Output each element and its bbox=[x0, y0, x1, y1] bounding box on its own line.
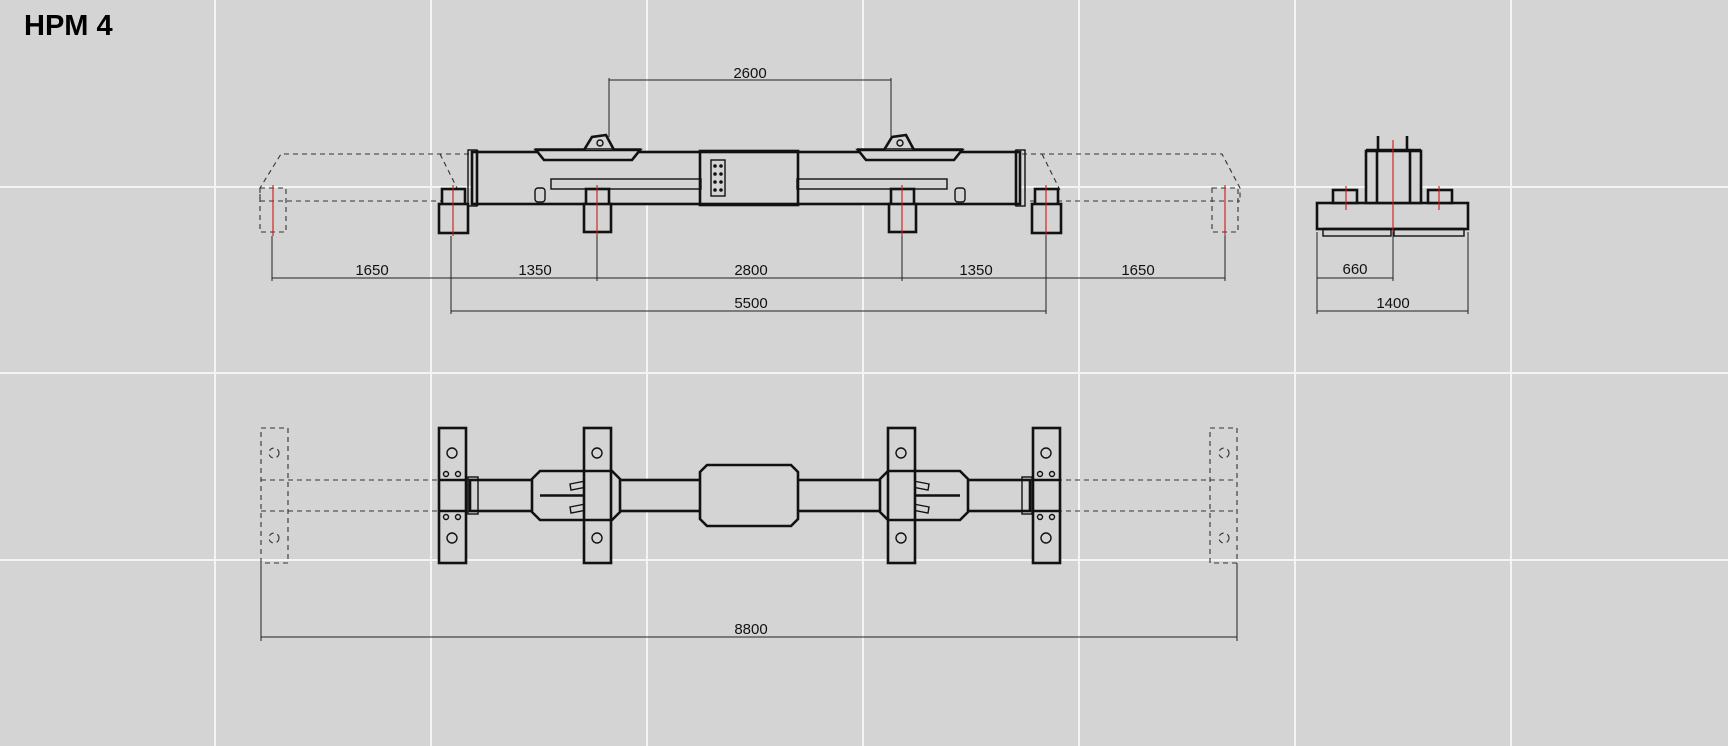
dim-extended-length: 8800 bbox=[734, 621, 767, 638]
dim-right-inner: 1350 bbox=[959, 262, 992, 279]
side-view: 660 1400 bbox=[1315, 136, 1470, 314]
top-view: 8800 bbox=[260, 426, 1238, 641]
dim-side-width: 1400 bbox=[1376, 295, 1409, 312]
dim-lift-points: 2600 bbox=[733, 65, 766, 82]
dim-center: 2800 bbox=[734, 262, 767, 279]
dim-side-half: 660 bbox=[1342, 261, 1367, 278]
dim-left-inner: 1350 bbox=[518, 262, 551, 279]
dim-right-extension: 1650 bbox=[1121, 262, 1154, 279]
dim-retracted-width: 5500 bbox=[734, 295, 767, 312]
drawing-title: HPM 4 bbox=[24, 10, 113, 42]
front-view: 2600 1650 1350 2800 1350 1650 5500 bbox=[259, 65, 1241, 314]
dim-left-extension: 1650 bbox=[355, 262, 388, 279]
